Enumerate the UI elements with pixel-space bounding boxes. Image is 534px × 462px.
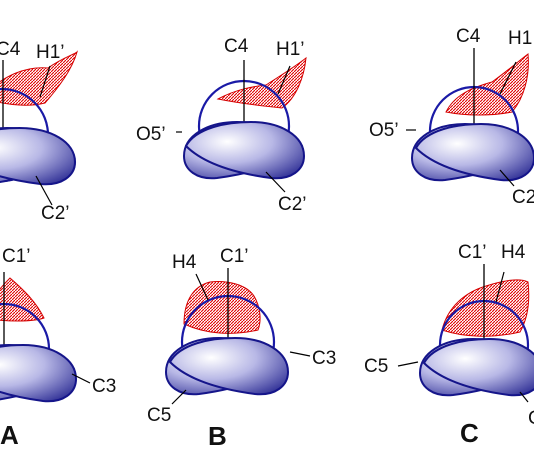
atom-label-c5: C5 — [147, 405, 171, 426]
atom-label-h1: H1’ — [36, 42, 65, 63]
leader-line — [499, 61, 517, 95]
leader-line — [265, 171, 286, 193]
leader-line — [71, 373, 91, 384]
leader-line — [195, 273, 209, 301]
leader-line — [39, 65, 51, 98]
leader-line — [495, 271, 505, 303]
atom-label-c4: C4 — [0, 39, 21, 60]
atom-label-c1: C1’ — [220, 246, 249, 267]
leader-line — [499, 169, 515, 187]
panel-b-bottom: H4 C1’ C3 C5 — [147, 246, 336, 426]
leader-line — [397, 361, 419, 367]
electron-density-lobe — [183, 281, 261, 334]
atom-label-c1: C1’ — [458, 242, 487, 263]
atom-label-c1: C1’ — [2, 246, 31, 267]
leader-line — [289, 351, 311, 357]
panel-c-bottom: C1’ H4 C5 C — [364, 242, 534, 429]
atom-label-c4: C4 — [224, 36, 249, 57]
panel-c-top: C4 H1 O5’ C2 — [369, 26, 534, 208]
atom-label-c3: C3 — [92, 376, 116, 397]
panel-label-b: B — [208, 421, 227, 451]
atom-label-h1: H1 — [508, 28, 532, 49]
atom-label-c3: C3 — [312, 348, 336, 369]
atom-label-c5: C5 — [364, 356, 388, 377]
atom-label-o5: O5’ — [369, 120, 399, 141]
panel-a-top: C4 H1’ C2’ — [0, 39, 78, 224]
atom-label-o5: O5’ — [136, 124, 166, 145]
leader-line — [277, 65, 291, 95]
panel-label-c: C — [460, 418, 479, 448]
atom-label-h4: H4 — [172, 252, 197, 273]
panel-label-a: A — [0, 420, 19, 450]
atom-label-h4: H4 — [501, 242, 526, 263]
orbital-lobe-right — [0, 344, 77, 403]
leader-line — [519, 391, 529, 403]
atom-label-c4: C4 — [456, 26, 481, 47]
electron-density-lobe — [441, 279, 530, 337]
atom-label-h1: H1’ — [276, 39, 305, 60]
electron-density-lobe — [216, 56, 307, 109]
panel-a-bottom: C1’ C3 — [0, 246, 116, 403]
panel-b-top: C4 H1’ O5’ C2’ — [136, 36, 307, 215]
leader-line — [35, 175, 53, 206]
orbital-lobe-right — [0, 126, 77, 186]
atom-label-c2: C2’ — [278, 194, 307, 215]
leader-line — [171, 389, 187, 405]
atom-label-c-partial: C — [528, 408, 534, 429]
electron-density-lobe — [0, 277, 45, 322]
atom-label-c2: C2’ — [41, 203, 70, 224]
atom-label-c2: C2 — [512, 187, 534, 208]
